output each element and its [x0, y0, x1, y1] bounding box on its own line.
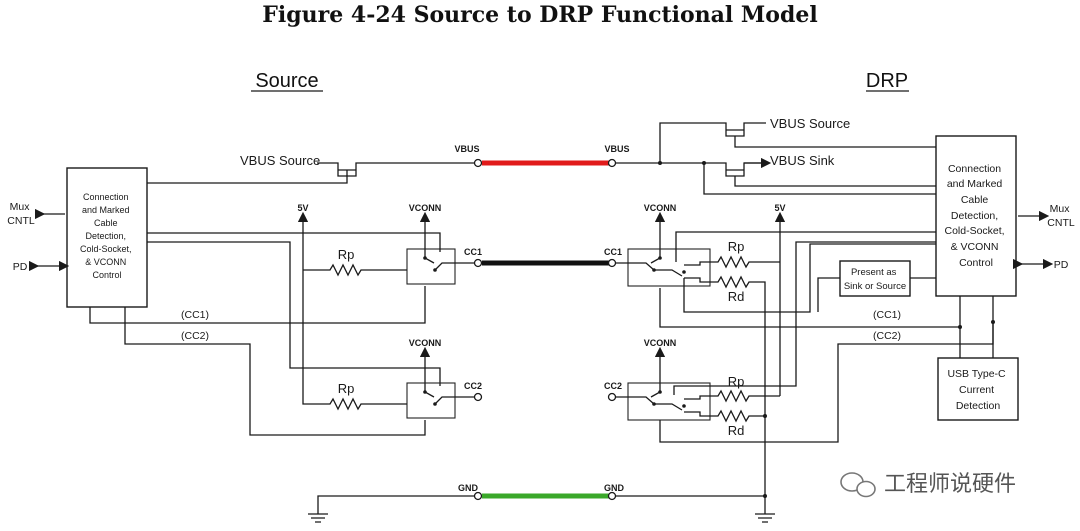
source-ctrl-wire-2 [147, 241, 441, 386]
source-cc1-sense-wire [89, 286, 426, 324]
drp-vbus-sink-gate-wire [734, 176, 936, 187]
source-control-block [66, 167, 148, 308]
drp-cc2-switch-box [627, 382, 711, 421]
source-gnd-wire [317, 495, 476, 514]
drp-heading: DRP [866, 70, 908, 92]
drp-vbus-junction-b [702, 161, 706, 165]
source-cc1-label: CC1 [464, 247, 482, 257]
source-cc2-sense-label: (CC2) [181, 330, 209, 342]
drp-mux-label: Mux CNTL [1047, 203, 1075, 229]
drp-rd-top-label: Rd [728, 289, 745, 304]
drp-vbus-sink-label: VBUS Sink [770, 153, 835, 168]
drp-ctrl-wire-1 [675, 231, 936, 262]
drp-control-label: Connection and Marked Cable Detection, C… [944, 163, 1007, 269]
source-cc1-switch-node-b [433, 268, 437, 272]
source-vbus-gate-wire [147, 170, 348, 184]
drp-cc2-label: CC2 [604, 381, 622, 391]
source-heading: Source [255, 70, 318, 92]
drp-5v-label: 5V [774, 203, 785, 213]
source-rp-bottom-label: Rp [338, 381, 355, 396]
source-cc2-switch-node-b [433, 402, 437, 406]
drp-cc1-switch-box [627, 248, 711, 287]
source-rp-top-label: Rp [338, 247, 355, 262]
drp-rp-top-resistor [654, 255, 780, 277]
drp-cc1-switch-left [616, 252, 661, 271]
drp-cc2-switch-left [616, 386, 661, 405]
drp-gnd-wire [616, 495, 766, 514]
source-mux-label: Mux CNTL [7, 201, 35, 227]
source-ctrl-wire-1 [147, 232, 441, 252]
drp-pd-label: PD [1054, 259, 1069, 271]
source-vbus-source-label: VBUS Source [240, 153, 320, 168]
drp-cc1-sense-wire [659, 288, 961, 328]
drp-ground-icon [755, 513, 775, 523]
source-cc2-label: CC2 [464, 381, 482, 391]
drp-rp-bottom-label: Rp [728, 374, 745, 389]
drp-cc1-node-c [682, 270, 686, 274]
drp-vbus-source-label: VBUS Source [770, 116, 850, 131]
drp-vbus-source-switch [616, 122, 766, 164]
usb-current-detection-label: USB Type-C Current Detection [947, 368, 1008, 412]
drp-ctrl-wire-2 [673, 241, 936, 395]
source-vbus-switch [317, 162, 476, 177]
watermark-text: 工程师说硬件 [884, 472, 1016, 497]
drp-cc2-node-a [658, 390, 662, 394]
drp-gnd-junction [763, 494, 767, 498]
drp-cc1-terminal [607, 258, 617, 268]
drp-rp-bottom-resistor [654, 389, 780, 411]
source-cc1-switch-node-a [423, 256, 427, 260]
source-cc2-switch-box [406, 382, 456, 419]
drp-rd-top-resistor [684, 275, 766, 495]
usb-current-detection-box [937, 357, 1019, 421]
drp-rd-bottom-resistor [684, 409, 765, 423]
drp-cc1-sense-label: (CC1) [873, 309, 901, 321]
drp-cc1-label: CC1 [604, 247, 622, 257]
source-ground-icon [308, 513, 328, 523]
source-rp-bottom-resistor [302, 355, 407, 411]
source-gnd-terminal [473, 491, 483, 501]
present-as-link [817, 277, 840, 312]
drp-vconn-bottom-label: VCONN [644, 338, 677, 348]
drp-vbus-terminal [607, 158, 617, 168]
source-pd-label: PD [13, 261, 28, 273]
drp-control-block [935, 135, 1017, 297]
source-cc2-switch-node-a [423, 390, 427, 394]
drp-gnd-label: GND [604, 483, 625, 493]
present-as-label: Present as Sink or Source [844, 267, 906, 292]
drp-vconn-top-label: VCONN [644, 203, 677, 213]
drp-vbus-source-gate-wire [734, 136, 936, 148]
drp-vbus-sense-wire [703, 163, 936, 195]
source-vbus-terminal [473, 158, 483, 168]
drp-cc2-node-c [682, 404, 686, 408]
drp-rp-top-label: Rp [728, 239, 745, 254]
drp-vbus-sink-switch [660, 162, 766, 177]
source-cc2-terminal [473, 392, 483, 402]
drp-cc2-terminal [607, 392, 617, 402]
source-cc1-sense-label: (CC1) [181, 309, 209, 321]
source-vconn-top-label: VCONN [409, 203, 442, 213]
source-gnd-label: GND [458, 483, 479, 493]
wechat-logo-icon [840, 472, 876, 498]
source-cc2-sense-wire [124, 307, 426, 436]
drp-cc1-node-a [658, 256, 662, 260]
drp-gnd-terminal [607, 491, 617, 501]
source-control-label: Connection and Marked Cable Detection, C… [80, 192, 134, 280]
drp-rd-bottom-label: Rd [728, 423, 745, 438]
drp-rd-junction [763, 414, 767, 418]
figure-title: Figure 4-24 Source to DRP Functional Mod… [262, 2, 817, 28]
source-cc1-terminal [473, 258, 483, 268]
present-as-box [839, 260, 911, 297]
source-rp-top-resistor [303, 263, 407, 277]
source-5v-label: 5V [297, 203, 308, 213]
source-vconn-bottom-label: VCONN [409, 338, 442, 348]
source-vbus-label: VBUS [454, 144, 479, 154]
source-cc1-switch-box [406, 248, 456, 285]
drp-cc2-sense-label: (CC2) [873, 330, 901, 342]
drp-vbus-junction-a [658, 161, 662, 165]
drp-ctrl-wire-3 [683, 243, 936, 313]
drp-vbus-label: VBUS [604, 144, 629, 154]
